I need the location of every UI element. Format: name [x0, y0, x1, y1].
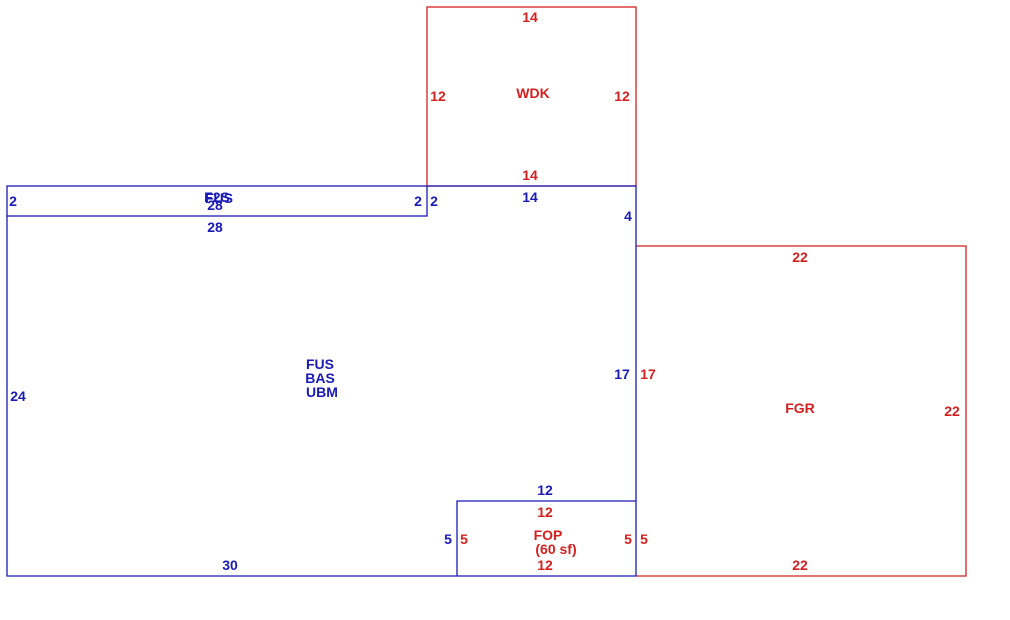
main-dim-fop-left: 5 [444, 531, 452, 547]
main-label-bas: BAS [305, 370, 335, 386]
fus-strip-dim-top: 28 [207, 197, 223, 213]
main-dim-left: 24 [10, 388, 26, 404]
fop-dim-bottom: 12 [537, 557, 553, 573]
fgr-area: FGR 22 17 22 22 [636, 245, 967, 577]
wdk-area: WDK 14 12 12 14 [426, 6, 637, 187]
fus-strip-label-b: FUS [205, 190, 233, 206]
fus-strip-dim-left: 2 [9, 193, 17, 209]
fus-strip-label-a: F2S [204, 189, 230, 205]
main-dim-right-lower: 17 [614, 366, 630, 382]
wdk-label: WDK [516, 85, 549, 101]
main-area: F2S FUS 28 28 2 2 FUS BAS UBM 24 14 2 4 … [6, 185, 637, 577]
fop-label: FOP [534, 527, 563, 543]
fgr-dim-top: 22 [792, 249, 808, 265]
fop-dim-top: 12 [537, 504, 553, 520]
wdk-dim-top: 14 [522, 9, 538, 25]
main-dim-right-upper: 4 [624, 208, 632, 224]
fgr-fop-shared-dim: 5 [640, 531, 648, 547]
fop-dim-right: 5 [624, 531, 632, 547]
fus-strip-outline [6, 185, 428, 217]
fgr-outline [636, 245, 967, 577]
fop-area: FOP (60 sf) 12 5 5 5 12 [460, 504, 648, 573]
fgr-dim-right: 22 [944, 403, 960, 419]
main-label-fus: FUS [306, 356, 334, 372]
fus-strip-dim-bottom: 28 [207, 219, 223, 235]
fus-strip-dim-right: 2 [414, 193, 422, 209]
wdk-dim-left: 12 [430, 88, 446, 104]
fgr-dim-left: 17 [640, 366, 656, 382]
wdk-dim-bottom: 14 [522, 167, 538, 183]
main-label-ubm: UBM [306, 384, 338, 400]
main-dim-bottom: 30 [222, 557, 238, 573]
main-dim-top-left-step: 2 [430, 193, 438, 209]
fgr-dim-bottom: 22 [792, 557, 808, 573]
fop-inner-outline [456, 500, 636, 576]
wdk-dim-right: 12 [614, 88, 630, 104]
main-dim-top-right: 14 [522, 189, 538, 205]
main-outline [6, 185, 637, 577]
fgr-label: FGR [785, 400, 815, 416]
main-dim-fop-top: 12 [537, 482, 553, 498]
fop-dim-left: 5 [460, 531, 468, 547]
fop-area-note: (60 sf) [535, 541, 576, 557]
